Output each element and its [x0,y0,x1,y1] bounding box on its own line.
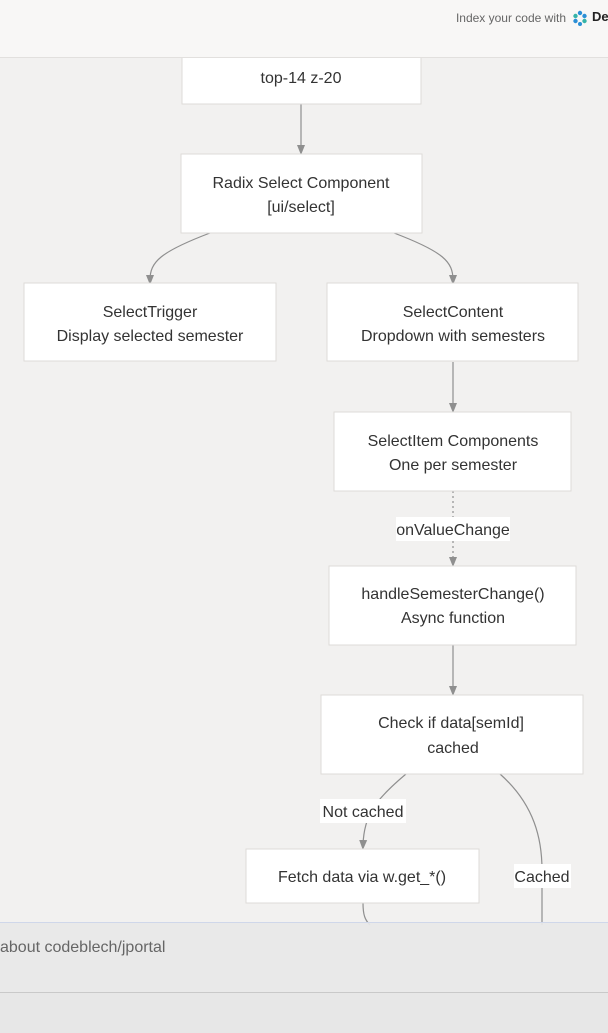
bottom-bar [0,992,608,1033]
node-fetch-line-1: Fetch data via w.get_*() [278,869,446,886]
node-check-line-1: Check if data[semId] [378,715,524,732]
node-select-item: SelectItem Components One per semester [333,411,572,492]
edge-radix-to-content [393,232,457,285]
node-top-line-2: top-14 z-20 [261,70,342,87]
node-radix-select: Radix Select Component [ui/select] [180,153,423,234]
node-select-trigger: SelectTrigger Display selected semester [23,282,277,362]
index-code-text: Index your code with [455,11,566,25]
node-radix-line-2: [ui/select] [267,199,335,216]
node-fetch-data: Fetch data via w.get_*() [245,848,480,904]
label-not-cached-text: Not cached [323,804,404,821]
node-select-content: SelectContent Dropdown with semesters [326,282,579,362]
node-radix-line-1: Radix Select Component [213,175,391,192]
label-not-cached: Not cached [320,799,406,823]
edge-radix-to-trigger [146,232,211,285]
brand-link[interactable]: De [592,9,608,24]
ask-question-panel[interactable]: about codeblech/jportal [0,922,608,993]
node-content-line-1: SelectContent [403,304,504,321]
label-cached: Cached [514,864,571,888]
node-check-line-2: cached [427,740,479,757]
edge-check-cached [499,773,543,925]
devin-logo-icon[interactable] [572,10,588,31]
node-handler-line-2: Async function [401,610,505,627]
node-handler-line-1: handleSemesterChange() [361,586,544,603]
label-cached-text: Cached [514,869,569,886]
node-trigger-line-1: SelectTrigger [103,304,198,321]
label-on-value-change: onValueChange [396,517,510,541]
node-trigger-line-2: Display selected semester [57,328,244,345]
node-handle-change: handleSemesterChange() Async function [328,565,577,646]
node-items-line-1: SelectItem Components [368,433,539,450]
node-check-cached: Check if data[semId] cached [320,694,584,775]
node-content-line-2: Dropdown with semesters [361,328,545,345]
node-items-line-2: One per semester [389,457,518,474]
question-placeholder: about codeblech/jportal [0,939,166,956]
label-on-value-change-text: onValueChange [396,522,510,539]
top-bar: Index your code with De [0,0,608,58]
